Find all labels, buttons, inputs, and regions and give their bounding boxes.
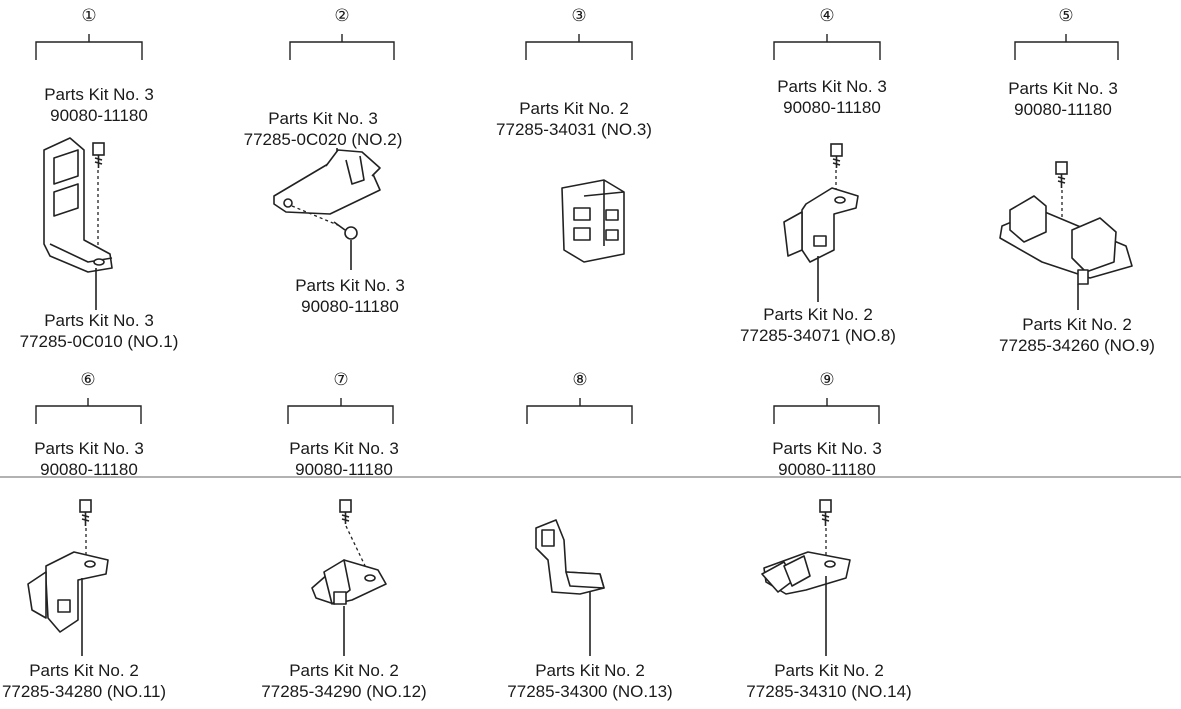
item-6-bottom-label: Parts Kit No. 2 77285-34280 (NO.11) <box>2 660 166 702</box>
part-number: 90080-11180 <box>783 98 881 117</box>
item-number-2: ② <box>334 6 350 25</box>
part-number: 77285-34290 (NO.12) <box>261 682 427 701</box>
part-number: 90080-11180 <box>301 297 399 316</box>
part-number: 77285-0C020 (NO.2) <box>243 130 403 149</box>
bracket-9 <box>773 398 880 424</box>
part-kit-name: Parts Kit No. 2 <box>763 305 873 324</box>
item-7-top-label: Parts Kit No. 3 90080-11180 <box>289 438 399 480</box>
item-number-3: ③ <box>571 6 587 25</box>
part-number: 90080-11180 <box>40 460 138 479</box>
part-number: 77285-34310 (NO.14) <box>746 682 912 701</box>
item-6-top-label: Parts Kit No. 3 90080-11180 <box>34 438 144 480</box>
item-9-top-label: Parts Kit No. 3 90080-11180 <box>772 438 882 480</box>
bracket-7 <box>287 398 394 424</box>
item-1-top-label: Parts Kit No. 3 90080-11180 <box>44 84 154 126</box>
part-number: 90080-11180 <box>1014 100 1112 119</box>
part-kit-name: Parts Kit No. 3 <box>44 311 154 330</box>
item-4-top-label: Parts Kit No. 3 90080-11180 <box>777 76 887 118</box>
part-kit-name: Parts Kit No. 2 <box>1022 315 1132 334</box>
part-number: 77285-34280 (NO.11) <box>1 682 167 701</box>
bolt-4 <box>830 143 843 168</box>
item-number-1: ① <box>81 6 97 25</box>
part-4 <box>783 143 859 302</box>
part-2 <box>273 148 381 270</box>
item-9-bottom-label: Parts Kit No. 2 77285-34310 (NO.14) <box>746 660 911 702</box>
bracket-6 <box>35 398 142 424</box>
item-number-8: ⑧ <box>572 370 588 389</box>
bracket-2 <box>289 34 395 60</box>
part-number: 90080-11180 <box>295 460 393 479</box>
item-8-bottom-label: Parts Kit No. 2 77285-34300 (NO.13) <box>507 660 672 702</box>
part-number: 90080-11180 <box>50 106 148 125</box>
part-number: 77285-34071 (NO.8) <box>740 326 896 345</box>
part-number: 77285-0C010 (NO.1) <box>19 332 179 351</box>
bolt-1 <box>92 142 105 168</box>
item-number-6: ⑥ <box>80 370 96 389</box>
item-1-bottom-label: Parts Kit No. 3 77285-0C010 (NO.1) <box>20 310 179 352</box>
bolt-7 <box>339 499 352 524</box>
part-kit-name: Parts Kit No. 2 <box>289 661 399 680</box>
item-2-top-label: Parts Kit No. 3 77285-0C020 (NO.2) <box>244 108 403 150</box>
bolt-5 <box>1055 161 1068 188</box>
part-1 <box>43 137 113 310</box>
bolt-9 <box>819 499 832 526</box>
part-kit-name: Parts Kit No. 3 <box>289 439 399 458</box>
bracket-8 <box>526 398 633 424</box>
item-5-top-label: Parts Kit No. 3 90080-11180 <box>1008 78 1118 120</box>
part-kit-name: Parts Kit No. 2 <box>774 661 884 680</box>
part-kit-name: Parts Kit No. 3 <box>772 439 882 458</box>
bolt-2 <box>333 221 358 240</box>
part-kit-name: Parts Kit No. 3 <box>1008 79 1118 98</box>
item-4-bottom-label: Parts Kit No. 2 77285-34071 (NO.8) <box>740 304 896 346</box>
item-number-9: ⑨ <box>819 370 835 389</box>
bracket-3 <box>525 34 633 60</box>
item-5-bottom-label: Parts Kit No. 2 77285-34260 (NO.9) <box>999 314 1155 356</box>
bracket-4 <box>773 34 881 60</box>
part-7 <box>311 499 387 656</box>
item-number-5: ⑤ <box>1058 6 1074 25</box>
part-kit-name: Parts Kit No. 3 <box>777 77 887 96</box>
part-number: 77285-34260 (NO.9) <box>999 336 1155 355</box>
part-5 <box>999 161 1133 310</box>
part-kit-name: Parts Kit No. 3 <box>34 439 144 458</box>
bracket-5 <box>1014 34 1119 60</box>
part-kit-name: Parts Kit No. 3 <box>44 85 154 104</box>
item-7-bottom-label: Parts Kit No. 2 77285-34290 (NO.12) <box>261 660 426 702</box>
part-kit-name: Parts Kit No. 3 <box>268 109 378 128</box>
part-kit-name: Parts Kit No. 2 <box>29 661 139 680</box>
item-number-4: ④ <box>819 6 835 25</box>
item-number-7: ⑦ <box>333 370 349 389</box>
item-2-bottom-label: Parts Kit No. 3 90080-11180 <box>295 275 405 317</box>
part-kit-name: Parts Kit No. 2 <box>519 99 629 118</box>
bracket-1 <box>35 34 143 60</box>
part-9 <box>761 499 851 656</box>
part-number: 77285-34031 (NO.3) <box>496 120 652 139</box>
item-3-top-label: Parts Kit No. 2 77285-34031 (NO.3) <box>496 98 652 140</box>
part-3 <box>561 179 625 263</box>
bolt-6 <box>79 499 92 526</box>
part-6 <box>27 499 109 656</box>
part-kit-name: Parts Kit No. 2 <box>535 661 645 680</box>
part-number: 77285-34300 (NO.13) <box>507 682 673 701</box>
part-kit-name: Parts Kit No. 3 <box>295 276 405 295</box>
part-8 <box>535 519 605 656</box>
part-number: 90080-11180 <box>778 460 876 479</box>
